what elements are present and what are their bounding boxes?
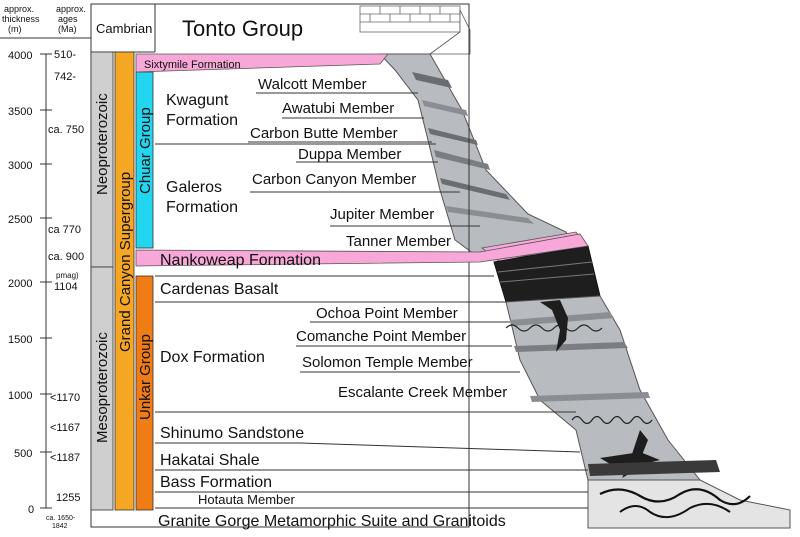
comanche-point-member-label: Comanche Point Member: [296, 328, 466, 345]
carbon-butte-member-label: Carbon Butte Member: [250, 125, 398, 142]
supergroup-bar: [114, 51, 135, 511]
chuar-band: [440, 178, 510, 200]
kwagunt-label-line1: Kwagunt: [166, 92, 229, 109]
age-1167: <1167: [50, 422, 80, 434]
tonto-brick-pattern: [359, 5, 461, 33]
shinumo-label: Shinumo Sandstone: [160, 425, 304, 442]
basement-vein: [599, 488, 751, 506]
thickness-tick-4000: 4000: [8, 50, 32, 62]
basalt-dike: [540, 300, 568, 352]
age-900: ca. 900: [48, 251, 84, 263]
ochoa-point-member-label: Ochoa Point Member: [316, 305, 458, 322]
age-1255: 1255: [56, 492, 80, 504]
age-1842: 1842: [52, 523, 68, 530]
kwagunt-label-line2: Formation: [166, 112, 238, 129]
wavy-contact: [505, 324, 603, 332]
age-750: ca. 750: [48, 124, 84, 136]
thickness-tick-2000: 2000: [8, 278, 32, 290]
thickness-axis: 4000 3500 3000 2500 2000 1500 1000 500 0: [8, 50, 52, 516]
solomon-temple-member-label: Solomon Temple Member: [302, 354, 473, 371]
sixtymile-band: [135, 53, 389, 73]
basement-vein: [619, 502, 731, 519]
age-pmag: pmag): [56, 271, 79, 280]
mesoproterozoic-bar: [90, 266, 114, 511]
chuar-cliff: [378, 53, 577, 261]
nankoweap-band: [135, 233, 589, 267]
awatubi-member-label: Awatubi Member: [282, 100, 394, 117]
supergroup-label: Grand Canyon Supergroup: [117, 172, 134, 352]
age-1187: <1187: [50, 452, 80, 464]
thickness-tick-1500: 1500: [8, 334, 32, 346]
tonto-slope: [428, 9, 471, 55]
thickness-tick-3500: 3500: [8, 106, 32, 118]
system-cambrian-label: Cambrian: [96, 21, 152, 36]
age-770: ca 770: [48, 224, 81, 236]
nankoweap-label: Nankoweap Formation: [160, 252, 321, 269]
thickness-header-line2: thickness: [2, 14, 40, 24]
thickness-tick-1000: 1000: [8, 390, 32, 402]
dox-label: Dox Formation: [160, 349, 265, 366]
age-742: 742-: [54, 71, 76, 83]
mesoproterozoic-label: Mesoproterozoic: [94, 332, 111, 443]
bass-label: Bass Formation: [160, 474, 272, 491]
thickness-header-line3: (m): [8, 24, 22, 34]
chuar-band: [422, 100, 468, 116]
tanner-member-label: Tanner Member: [346, 233, 451, 250]
dox-band: [514, 342, 628, 352]
chuar-band: [412, 72, 452, 88]
chuar-band: [428, 128, 478, 145]
chuar-band: [434, 150, 490, 170]
unkar-group-label: Unkar Group: [137, 334, 154, 420]
cardenas-label: Cardenas Basalt: [160, 281, 279, 298]
walcott-member-label: Walcott Member: [258, 76, 367, 93]
thickness-tick-0: 0: [28, 504, 34, 516]
thickness-header-line1: approx.: [4, 4, 34, 14]
unkar-group-bar: [135, 275, 154, 511]
age-1650: ca. 1650-: [46, 515, 76, 522]
jupiter-member-label: Jupiter Member: [330, 206, 434, 223]
age-header-line2: ages: [58, 14, 78, 24]
hakatai-label: Hakatai Shale: [160, 452, 260, 469]
age-header-line1: approx.: [56, 4, 86, 14]
hakatai-band: [588, 460, 720, 476]
duppa-member-label: Duppa Member: [298, 146, 401, 163]
thickness-tick-2500: 2500: [8, 214, 32, 226]
dox-band: [530, 392, 650, 402]
sixtymile-label: Sixtymile Formation: [144, 59, 241, 71]
unit-boundaries: [155, 92, 588, 509]
thickness-tick-500: 500: [14, 448, 32, 460]
basement-label: Granite Gorge Metamorphic Suite and Gran…: [158, 513, 506, 530]
galeros-label-line2: Formation: [166, 199, 238, 216]
chuar-group-label: Chuar Group: [137, 107, 154, 194]
basement-outcrop: [587, 479, 791, 529]
wavy-contact: [571, 415, 653, 425]
hotauta-member-label: Hotauta Member: [198, 492, 295, 507]
ages-column: 510- 742- ca. 750 ca 770 ca. 900 pmag) 1…: [46, 49, 84, 530]
cliff-profile: [359, 5, 791, 529]
age-1170: <1170: [50, 392, 80, 404]
carbon-canyon-member-label: Carbon Canyon Member: [252, 171, 416, 188]
galeros-label-line1: Galeros: [166, 179, 222, 196]
escalante-creek-member-label: Escalante Creek Member: [338, 384, 507, 401]
neoproterozoic-label: Neoproterozoic: [94, 93, 111, 195]
thickness-tick-3000: 3000: [8, 160, 32, 172]
chuar-band: [446, 206, 534, 224]
age-1104: 1104: [54, 281, 78, 293]
tonto-group-label: Tonto Group: [182, 16, 303, 41]
age-header-line3: (Ma): [58, 24, 77, 34]
age-510: 510-: [54, 49, 76, 61]
